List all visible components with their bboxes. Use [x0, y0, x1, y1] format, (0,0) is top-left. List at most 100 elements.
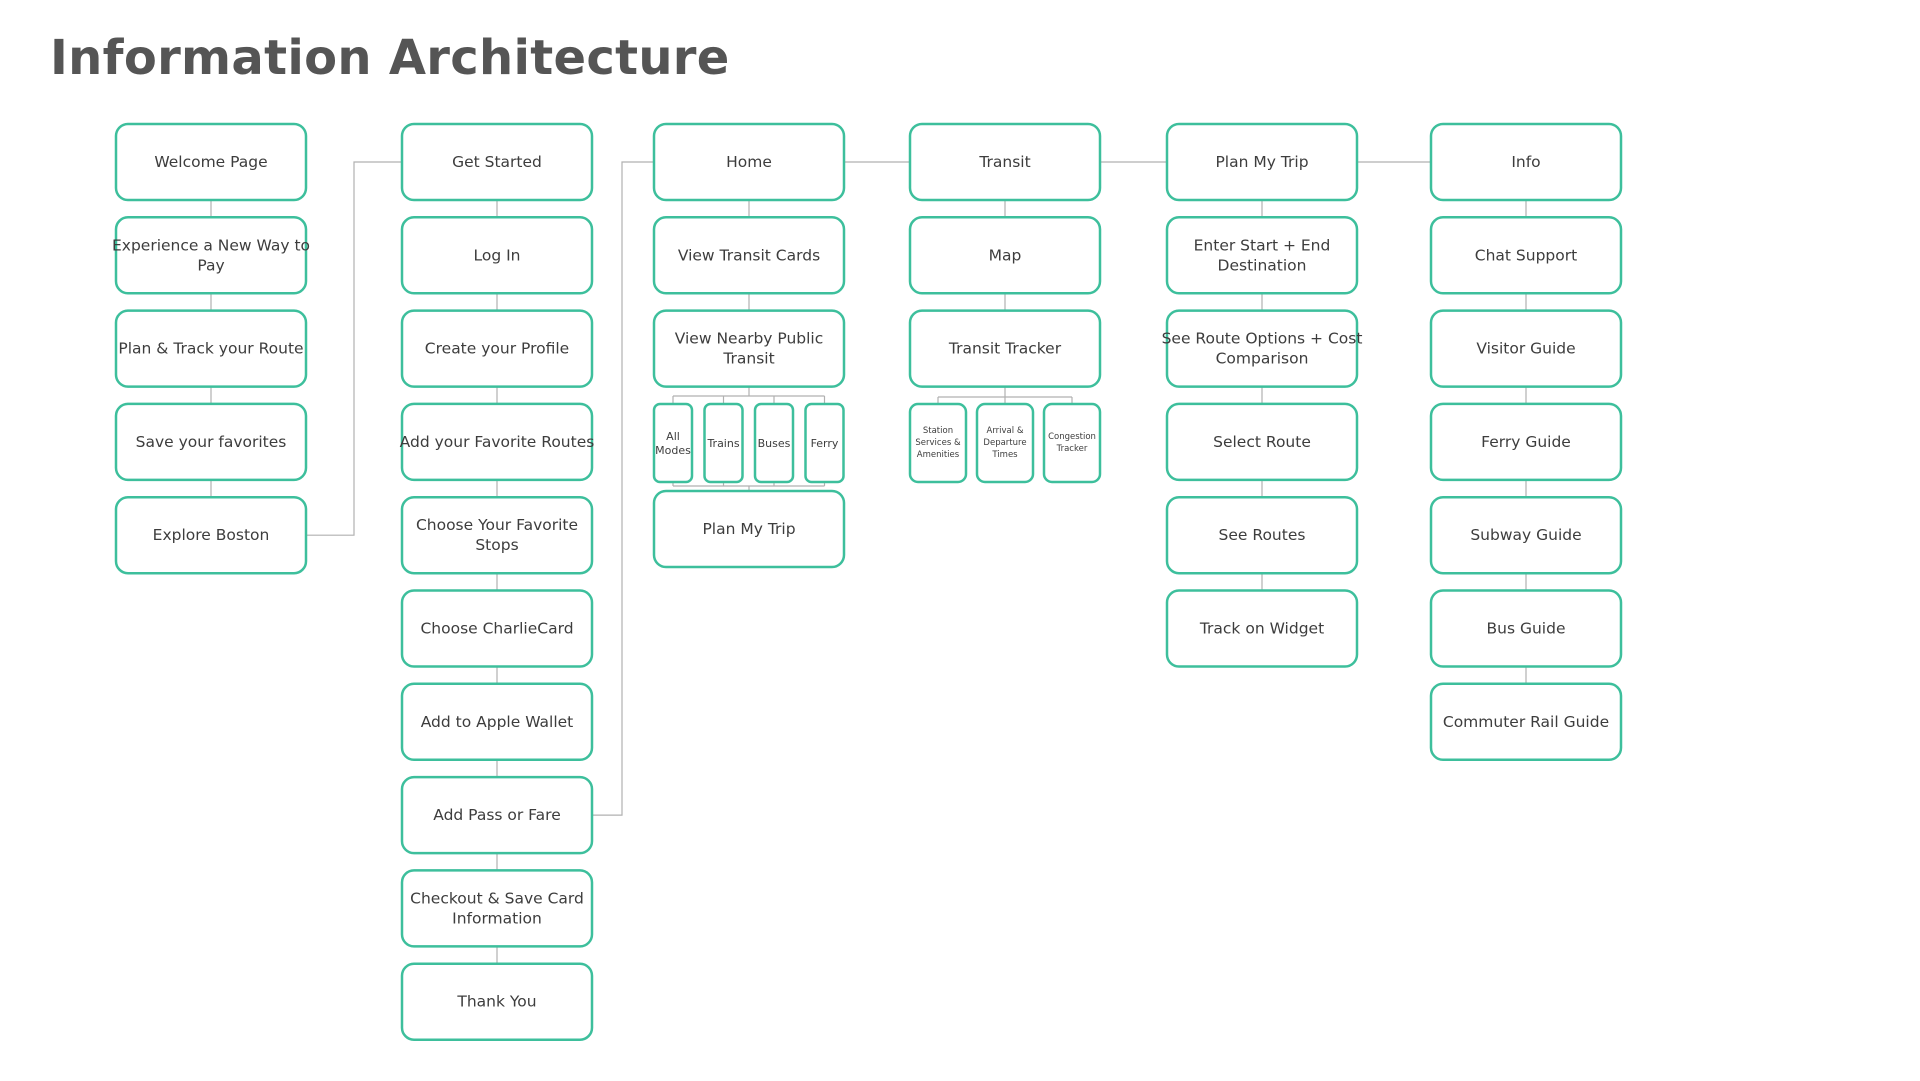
node-get-started-2-label: Create your Profile	[425, 340, 569, 358]
chip-home-2: Buses	[753, 402, 795, 484]
node-get-started-6-box	[400, 682, 594, 762]
chip-home-3: Ferry	[804, 402, 845, 484]
node-transit-1-box	[908, 216, 1102, 295]
node-info-2-label: Visitor Guide	[1476, 340, 1575, 358]
node-get-started-5-box	[400, 589, 594, 668]
chip-transit-0-box	[908, 402, 968, 484]
node-home-3-label: Plan My Trip	[702, 520, 795, 538]
node-transit-1: Map	[908, 216, 1102, 295]
node-get-started-7-box	[400, 775, 594, 855]
node-get-started-6-label: Add to Apple Wallet	[421, 713, 574, 731]
chip-home-0-box	[652, 402, 694, 484]
node-home-1-box	[652, 216, 846, 295]
node-onboarding-3-box	[114, 402, 308, 482]
chip-home-2-box	[753, 402, 795, 484]
node-get-started-1-box	[400, 216, 594, 295]
node-info-5: Bus Guide	[1429, 589, 1623, 668]
node-plan-my-trip-5: Track on Widget	[1165, 589, 1359, 668]
node-plan-my-trip-4: See Routes	[1165, 495, 1359, 575]
node-plan-my-trip-4-box	[1165, 495, 1359, 575]
node-get-started-1: Log In	[400, 216, 594, 295]
node-plan-my-trip-4-label: See Routes	[1219, 526, 1306, 544]
node-home-0-label: Home	[726, 153, 772, 171]
node-home-1: View Transit Cards	[652, 216, 846, 295]
node-info-3-box	[1429, 402, 1623, 482]
node-info-6: Commuter Rail Guide	[1429, 682, 1623, 762]
node-onboarding-2-box	[114, 309, 308, 388]
node-info-3: Ferry Guide	[1429, 402, 1623, 482]
node-plan-my-trip-0-box	[1165, 122, 1359, 202]
node-transit-0: Transit	[908, 122, 1102, 202]
node-info-1-box	[1429, 216, 1623, 295]
node-plan-my-trip-3-label: Select Route	[1213, 433, 1311, 451]
node-transit-0-box	[908, 122, 1102, 202]
node-onboarding-2: Plan & Track your Route	[114, 309, 308, 388]
chip-home-3-label: Ferry	[811, 437, 839, 450]
node-info-1-label: Chat Support	[1475, 246, 1577, 264]
node-plan-my-trip-3: Select Route	[1165, 402, 1359, 482]
connectors	[210, 161, 1527, 964]
chip-home-3-box	[804, 402, 845, 484]
node-plan-my-trip-3-box	[1165, 402, 1359, 482]
node-get-started-0-box	[400, 122, 594, 202]
node-get-started-0-label: Get Started	[452, 153, 542, 171]
node-get-started-3: Add your Favorite Routes	[400, 402, 594, 482]
node-get-started-9: Thank You	[400, 962, 594, 1041]
node-get-started-9-label: Thank You	[456, 993, 536, 1011]
node-onboarding-0-label: Welcome Page	[154, 153, 267, 171]
node-info-6-box	[1429, 682, 1623, 762]
node-onboarding-0-box	[114, 122, 308, 202]
connector-onboarding-to-get-started	[306, 161, 402, 536]
chip-home-1: Trains	[703, 402, 744, 484]
node-transit-1-label: Map	[989, 246, 1022, 264]
node-plan-my-trip-2-box	[1165, 309, 1359, 388]
node-info-0: Info	[1429, 122, 1623, 202]
node-plan-my-trip-0: Plan My Trip	[1165, 122, 1359, 202]
node-onboarding-1-box	[114, 216, 308, 295]
node-info-2: Visitor Guide	[1429, 309, 1623, 388]
node-info-4: Subway Guide	[1429, 495, 1623, 575]
page-title: Information Architecture	[50, 30, 730, 86]
node-onboarding-4-box	[114, 495, 308, 575]
node-info-0-label: Info	[1511, 153, 1540, 171]
node-info-4-label: Subway Guide	[1470, 526, 1581, 544]
node-home-0-box	[652, 122, 846, 202]
node-home-0: Home	[652, 122, 846, 202]
node-get-started-7-label: Add Pass or Fare	[433, 806, 561, 824]
node-onboarding-0: Welcome Page	[114, 122, 308, 202]
node-info-5-label: Bus Guide	[1487, 620, 1566, 638]
node-home-3-box	[652, 489, 846, 569]
node-get-started-2: Create your Profile	[400, 309, 594, 388]
node-get-started-6: Add to Apple Wallet	[400, 682, 594, 762]
node-info-6-label: Commuter Rail Guide	[1443, 713, 1609, 731]
node-get-started-4-box	[400, 495, 594, 575]
node-info-2-box	[1429, 309, 1623, 388]
node-get-started-8-box	[400, 869, 594, 948]
node-home-1-label: View Transit Cards	[678, 246, 820, 264]
node-transit-0-label: Transit	[978, 153, 1030, 171]
node-plan-my-trip-5-box	[1165, 589, 1359, 668]
node-get-started-2-box	[400, 309, 594, 388]
chip-home-1-box	[703, 402, 744, 484]
connector-get-started-to-home	[592, 161, 654, 816]
node-onboarding-2-label: Plan & Track your Route	[118, 340, 303, 358]
node-info-5-box	[1429, 589, 1623, 668]
chip-home-2-label: Buses	[758, 437, 791, 450]
